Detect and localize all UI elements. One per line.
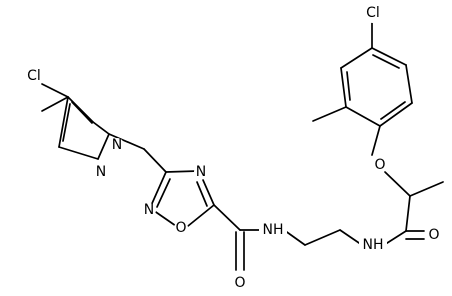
bond [149, 171, 167, 209]
bond [405, 64, 413, 104]
bond [187, 204, 215, 227]
bond [371, 125, 381, 156]
bond [213, 204, 241, 231]
bond [379, 102, 413, 127]
bond [62, 103, 71, 142]
atom-label-o: O [234, 275, 245, 291]
bond [409, 181, 444, 197]
atom-label-nh: NH [263, 222, 284, 238]
atom-label-cl: Cl [27, 68, 41, 84]
atom-label-n: N [196, 164, 206, 180]
bond [383, 230, 407, 246]
bond [41, 96, 69, 112]
bond [283, 229, 306, 246]
bond [202, 179, 215, 206]
bond [67, 96, 94, 123]
bond [304, 229, 341, 246]
bond [346, 71, 351, 101]
bonds [41, 21, 444, 271]
bond [339, 229, 363, 246]
bond [372, 54, 400, 69]
bond [340, 47, 373, 69]
bond [384, 171, 411, 197]
atom-label-o: O [175, 220, 186, 236]
bond [58, 96, 69, 148]
bond [340, 67, 347, 108]
bond [143, 148, 167, 173]
atom-label-o: O [374, 157, 385, 173]
bond [97, 133, 110, 160]
atom-labels: Cl N N N N O O NH NH O O Cl [24, 3, 441, 291]
bond [58, 146, 99, 160]
atom-label-n: N [96, 164, 106, 180]
bond [165, 170, 199, 173]
atom-label-cl: Cl [366, 5, 380, 21]
bond [92, 121, 110, 135]
bond [380, 101, 406, 120]
bond [345, 106, 381, 127]
bond [108, 133, 145, 150]
atom-label-o: O [428, 227, 439, 243]
atom-label-n: N [144, 202, 154, 218]
bond [71, 101, 93, 124]
bond [196, 181, 208, 207]
atom-label-nh: NH [363, 237, 384, 253]
bond [156, 178, 171, 208]
bond [312, 106, 347, 122]
bond [371, 47, 407, 66]
bond [41, 83, 69, 98]
atom-label-n: N [112, 137, 122, 153]
bond [405, 195, 411, 232]
